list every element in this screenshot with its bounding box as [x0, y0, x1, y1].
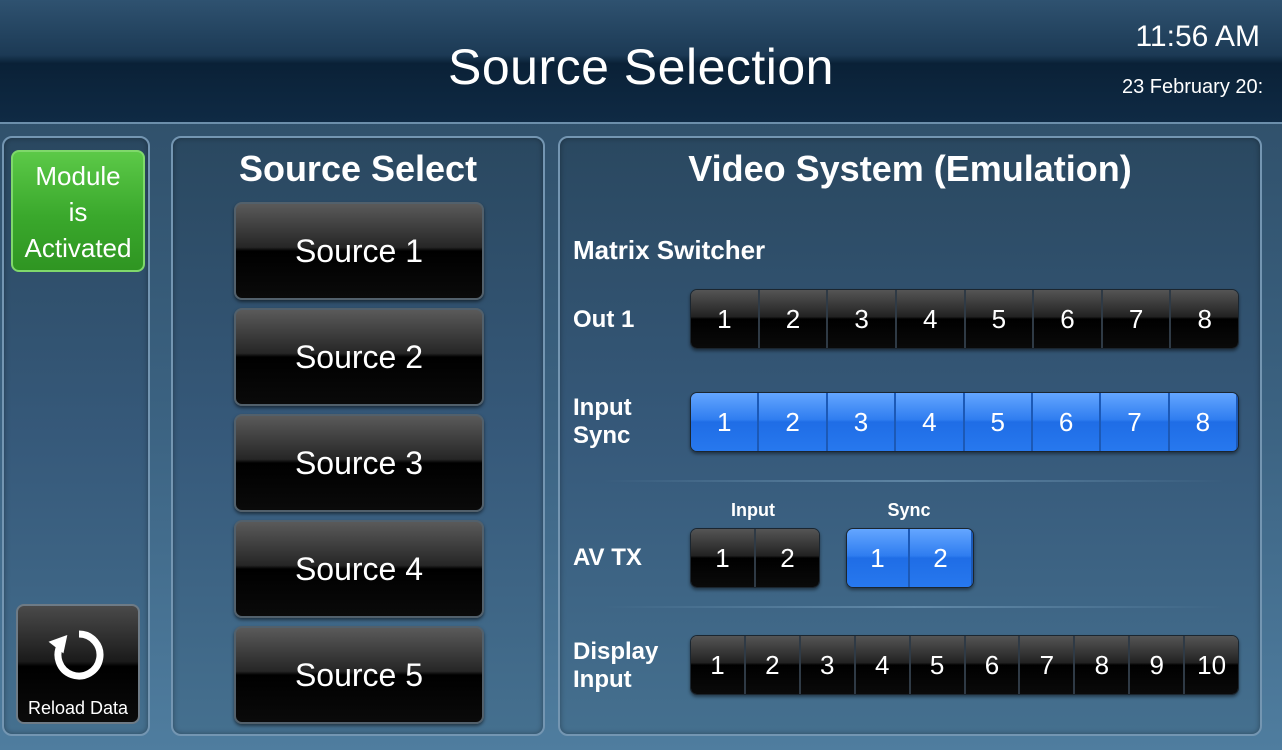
input-sync-button-6[interactable]: 6	[1032, 393, 1102, 451]
out-1-button-6[interactable]: 6	[1034, 290, 1103, 348]
display-input-button-9[interactable]: 9	[1130, 636, 1186, 694]
source-select-panel: Source Select Source 1 Source 2 Source 3…	[171, 136, 545, 736]
out-1-button-5[interactable]: 5	[965, 290, 1035, 348]
module-status-badge: Module is Activated	[11, 150, 145, 272]
input-sync-button-1[interactable]: 1	[691, 393, 760, 451]
clock: 11:56 AM	[1135, 20, 1260, 53]
display-input-button-8[interactable]: 8	[1075, 636, 1131, 694]
av-tx-input-heading: Input	[731, 500, 775, 520]
display-input-label-line-1: Display	[573, 638, 659, 665]
source-2-button[interactable]: Source 2	[234, 308, 484, 406]
av-tx-sync-heading: Sync	[887, 500, 931, 520]
date: 23 February 20:	[1122, 76, 1264, 98]
page-title: Source Selection	[447, 39, 834, 95]
input-sync-button-3[interactable]: 3	[827, 393, 897, 451]
source-5-button[interactable]: Source 5	[234, 626, 484, 724]
av-tx-input-button-1[interactable]: 1	[691, 529, 756, 587]
display-input-button-3[interactable]: 3	[800, 636, 856, 694]
input-sync-button-8[interactable]: 8	[1169, 393, 1238, 451]
av-tx-sync-button-group: 1 2	[846, 528, 974, 588]
input-sync-button-4[interactable]: 4	[896, 393, 965, 451]
header-bar: Source Selection 11:56 AM 23 February 20…	[0, 0, 1282, 124]
reload-data-label: Reload Data	[27, 698, 129, 718]
module-status-line: Module	[35, 161, 121, 191]
matrix-switcher-label: Matrix Switcher	[573, 235, 766, 265]
av-tx-input-button-group: 1 2	[690, 528, 820, 588]
video-system-title: Video System (Emulation)	[688, 148, 1132, 189]
out-1-button-2[interactable]: 2	[759, 290, 829, 348]
input-sync-button-2[interactable]: 2	[759, 393, 828, 451]
reload-icon	[48, 630, 104, 680]
display-input-label-line-2: Input	[573, 666, 632, 693]
reload-data-button[interactable]: Reload Data	[16, 604, 140, 724]
module-status-line: is	[68, 197, 88, 227]
out-1-button-group: 1 2 3 4 5 6 7 8	[690, 289, 1239, 349]
av-tx-sync-button-1[interactable]: 1	[847, 529, 910, 587]
section-divider	[604, 480, 1224, 482]
out-1-label: Out 1	[573, 306, 635, 333]
out-1-button-3[interactable]: 3	[828, 290, 897, 348]
source-4-button[interactable]: Source 4	[234, 520, 484, 618]
out-1-button-8[interactable]: 8	[1171, 290, 1238, 348]
display-input-button-6[interactable]: 6	[965, 636, 1021, 694]
display-input-button-4[interactable]: 4	[855, 636, 911, 694]
module-status-line: Activated	[24, 233, 132, 263]
display-input-button-5[interactable]: 5	[910, 636, 966, 694]
av-tx-input-button-2[interactable]: 2	[756, 529, 819, 587]
left-panel: Module is Activated Reload Data	[2, 136, 150, 736]
video-system-panel: Video System (Emulation) Matrix Switcher…	[558, 136, 1262, 736]
out-1-button-1[interactable]: 1	[691, 290, 760, 348]
out-1-button-7[interactable]: 7	[1102, 290, 1172, 348]
out-1-button-4[interactable]: 4	[896, 290, 966, 348]
display-input-button-2[interactable]: 2	[745, 636, 801, 694]
av-tx-label: AV TX	[573, 544, 642, 571]
section-divider	[604, 606, 1224, 608]
input-sync-label-line-2: Sync	[573, 422, 631, 449]
display-input-button-group: 1 2 3 4 5 6 7 8 9 10	[690, 635, 1239, 695]
display-input-button-10[interactable]: 10	[1185, 636, 1238, 694]
input-sync-button-7[interactable]: 7	[1101, 393, 1170, 451]
source-1-button[interactable]: Source 1	[234, 202, 484, 300]
input-sync-button-group: 1 2 3 4 5 6 7 8	[690, 392, 1239, 452]
display-input-button-1[interactable]: 1	[691, 636, 746, 694]
input-sync-button-5[interactable]: 5	[964, 393, 1033, 451]
display-input-button-7[interactable]: 7	[1020, 636, 1076, 694]
source-select-title: Source Select	[238, 148, 478, 189]
input-sync-label-line-1: Input	[573, 394, 632, 421]
av-tx-sync-button-2[interactable]: 2	[910, 529, 973, 587]
source-3-button[interactable]: Source 3	[234, 414, 484, 512]
